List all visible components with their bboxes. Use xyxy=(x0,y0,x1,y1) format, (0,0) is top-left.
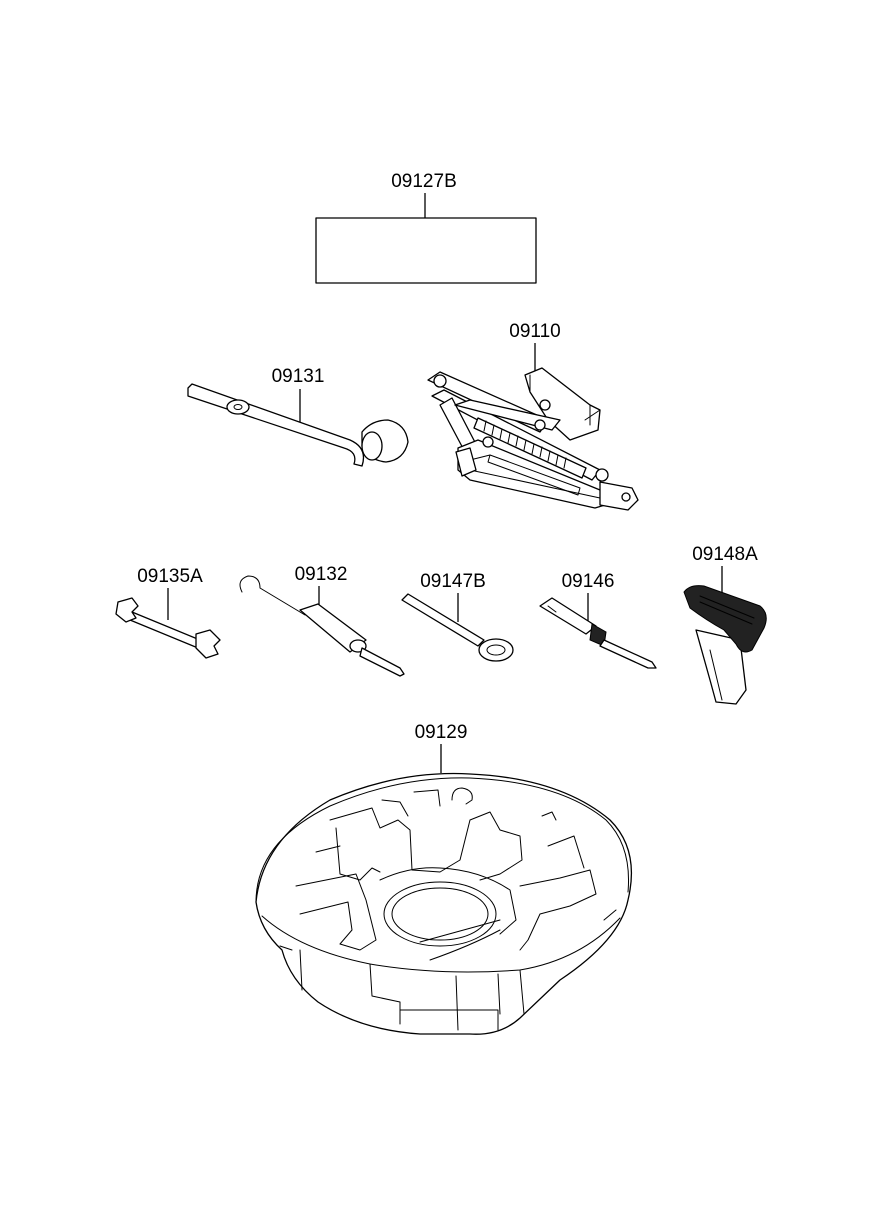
part-number-09148a: 09148A xyxy=(692,544,758,565)
part-number-09132: 09132 xyxy=(295,564,348,585)
screwdriver-drawing xyxy=(539,597,657,669)
part-number-09110: 09110 xyxy=(509,321,560,342)
part-09146-screwdriver: 09146 xyxy=(539,571,657,669)
part-number-09131: 09131 xyxy=(272,366,325,387)
label-plate-shape xyxy=(315,217,537,284)
eye-rod-drawing xyxy=(401,593,514,662)
tow-hook-handle-drawing xyxy=(683,585,767,705)
jack-handle-drawing xyxy=(187,383,409,467)
part-09147b-eye-rod: 09147B xyxy=(401,571,514,662)
part-09110-scissor-jack: 09110 xyxy=(427,321,639,511)
part-09131-jack-handle: 09131 xyxy=(187,366,409,467)
part-09127b-label: 09127B xyxy=(315,171,537,284)
part-09129-tool-tray: 09129 xyxy=(255,722,633,1035)
tool-tray-drawing xyxy=(255,772,633,1035)
part-number-09146: 09146 xyxy=(562,571,615,592)
part-09135a-spanner: 09135A xyxy=(115,566,221,659)
spanner-drawing xyxy=(115,597,221,659)
scissor-jack-drawing xyxy=(427,367,639,511)
part-number-09147b: 09147B xyxy=(420,571,486,592)
part-09148a-tow-hook-handle: 09148A xyxy=(683,544,767,705)
part-number-09135a: 09135A xyxy=(137,566,203,587)
part-number-09127b: 09127B xyxy=(391,171,457,192)
hook-rod-drawing xyxy=(239,575,405,677)
part-number-09129: 09129 xyxy=(415,722,468,743)
part-09132-hook-rod: 09132 xyxy=(239,564,405,677)
